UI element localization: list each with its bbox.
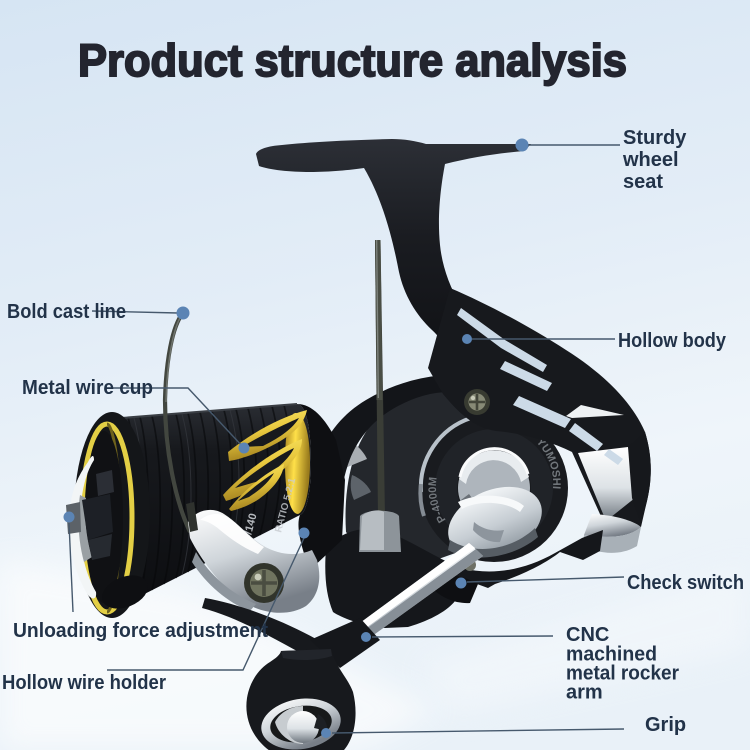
svg-text:Product structure analysis: Product structure analysis xyxy=(78,35,627,86)
svg-text:seat: seat xyxy=(623,171,663,193)
svg-text:wheel: wheel xyxy=(622,149,679,171)
svg-text:metal rocker: metal rocker xyxy=(566,663,679,685)
svg-text:Grip: Grip xyxy=(645,714,686,736)
svg-text:CNC: CNC xyxy=(566,624,609,646)
svg-text:Check switch: Check switch xyxy=(627,572,744,594)
svg-text:Metal wire cup: Metal wire cup xyxy=(22,377,153,399)
svg-text:arm: arm xyxy=(566,682,603,704)
svg-text:machined: machined xyxy=(566,644,657,666)
svg-text:Hollow wire holder: Hollow wire holder xyxy=(2,672,166,694)
svg-text:Unloading force adjustment: Unloading force adjustment xyxy=(13,620,268,642)
svg-text:Sturdy: Sturdy xyxy=(623,127,687,149)
svg-text:Bold cast line: Bold cast line xyxy=(7,301,126,323)
svg-text:Hollow body: Hollow body xyxy=(618,330,727,352)
